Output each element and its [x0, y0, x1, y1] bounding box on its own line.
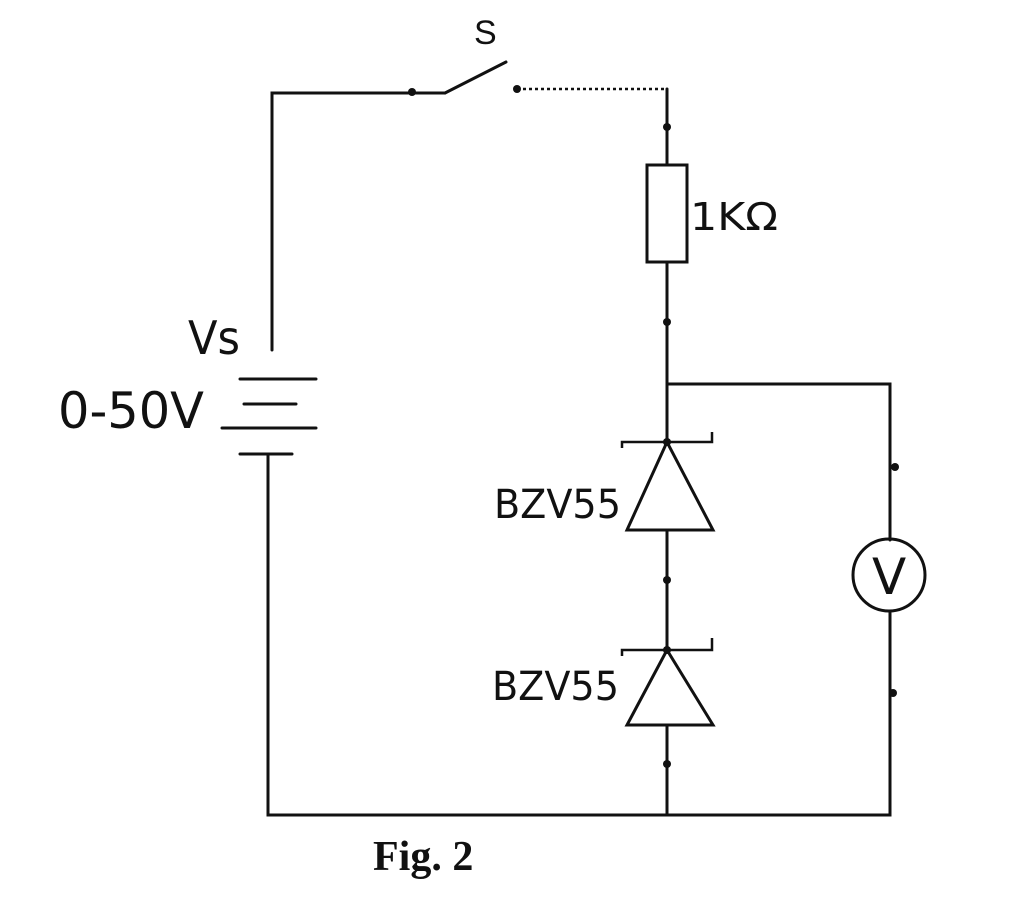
wire-to-voltmeter-top	[665, 382, 892, 542]
wire-voltmeter-bottom	[266, 453, 892, 817]
voltmeter-node-top	[891, 463, 899, 471]
battery-vs: Vs 0-50V	[58, 311, 318, 456]
resistor-node-top	[663, 123, 671, 131]
wires	[266, 87, 892, 817]
voltmeter-label: V	[872, 548, 906, 606]
switch-s: S	[408, 14, 521, 96]
voltmeter: V	[851, 463, 927, 697]
switch-label: S	[474, 14, 497, 52]
resistor-node-bottom	[663, 318, 671, 326]
zener-bottom-node	[663, 646, 671, 654]
source-name-label: Vs	[188, 311, 240, 365]
source-range-label: 0-50V	[58, 382, 204, 440]
switch-blade	[443, 60, 508, 95]
node-between-zeners	[663, 576, 671, 584]
node-bottom-zener	[663, 760, 671, 768]
zener-top-label: BZV55	[494, 482, 621, 528]
switch-contact-right	[513, 85, 521, 93]
zener-bottom-triangle	[624, 646, 716, 727]
figure-caption: Fig. 2	[373, 834, 473, 880]
resistor-1k: 1KΩ	[645, 123, 778, 326]
zener-bottom-label: BZV55	[492, 664, 619, 710]
zener-diode-bottom: BZV55	[492, 638, 716, 727]
zener-top-triangle	[624, 438, 716, 532]
switch-contact-left	[408, 88, 416, 96]
voltmeter-circle	[851, 537, 927, 613]
wire-top-left	[270, 91, 447, 352]
voltmeter-node-bottom	[889, 689, 897, 697]
zener-diode-top: BZV55	[494, 432, 716, 532]
zener-top-node	[663, 438, 671, 446]
resistor-label: 1KΩ	[690, 195, 778, 239]
resistor-body	[645, 163, 689, 264]
